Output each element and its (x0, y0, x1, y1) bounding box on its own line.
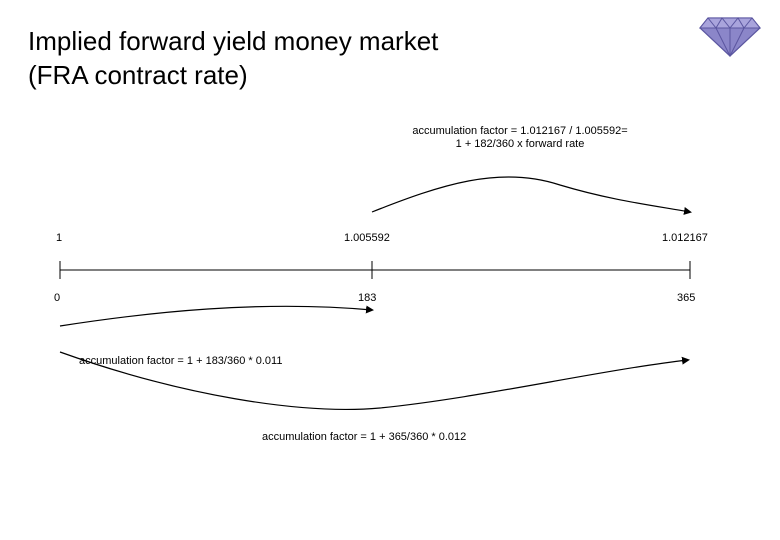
time-point-start: 0 (54, 292, 61, 304)
accumulation-value-start: 1 (56, 232, 63, 244)
forward-period-arrow (371, 176, 692, 215)
diamond-icon (698, 17, 762, 58)
time-point-end: 365 (677, 292, 696, 304)
forward-factor-line-1: accumulation factor = 1.012167 / 1.00559… (412, 125, 628, 137)
long-accumulation-factor: accumulation factor = 1 + 365/360 * 0.01… (262, 431, 467, 443)
accumulation-value-mid: 1.005592 (344, 232, 390, 244)
forward-factor-line-2: 1 + 182/360 x forward rate (455, 138, 585, 150)
full-period-arrow (59, 351, 690, 410)
title-line-2: (FRA contract rate) (28, 60, 248, 90)
time-point-mid: 183 (358, 292, 377, 304)
short-period-arrow (59, 305, 374, 327)
short-accumulation-factor: accumulation factor = 1 + 183/360 * 0.01… (79, 355, 283, 367)
forward-accumulation-factor: accumulation factor = 1.012167 / 1.00559… (370, 125, 670, 151)
title-line-1: Implied forward yield money market (28, 26, 439, 56)
accumulation-value-end: 1.012167 (662, 232, 708, 244)
page-title: Implied forward yield money market (FRA … (28, 24, 628, 92)
